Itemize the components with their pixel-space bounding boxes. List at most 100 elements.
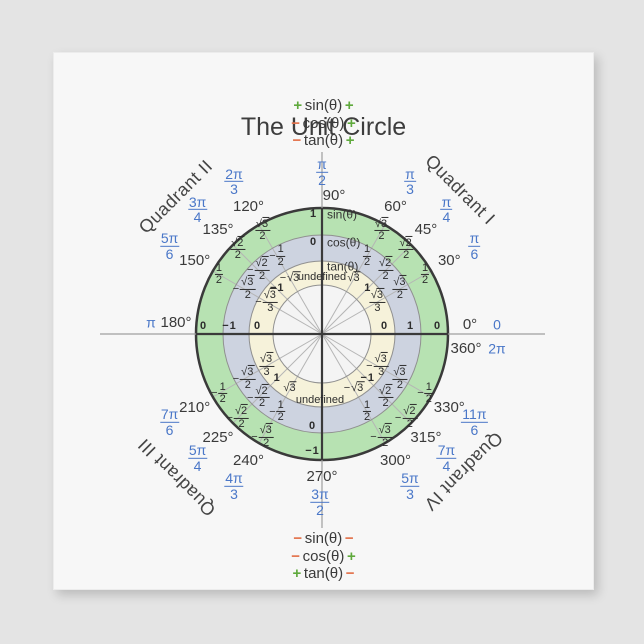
spoke (321, 333, 412, 424)
sin-left-sign: − (293, 530, 303, 547)
angle-degree-label: 60° (384, 197, 407, 215)
angle-radian-label: π (146, 314, 156, 331)
angle-degree-label: 0° (462, 316, 478, 334)
tan-right-sign: − (345, 565, 355, 582)
tan-function-label: tan(θ) (303, 565, 344, 582)
sin-function-label: sin(θ) (304, 530, 343, 547)
tan-value: undefined (297, 271, 347, 284)
tan-function-label: tan(θ) (303, 132, 344, 149)
angle-degree-label: 90° (322, 187, 346, 205)
angle-degree-label: 150° (179, 251, 211, 269)
cos-value: −1 (222, 320, 236, 333)
tan-right-sign: + (345, 132, 355, 149)
tan-value: √3 (347, 270, 361, 284)
spoke (212, 333, 323, 398)
legend-row-tan: −tan(θ)+ (54, 132, 593, 150)
angle-degree-label: 240° (232, 452, 265, 470)
tan-left-sign: + (292, 565, 302, 582)
angle-degree-label: 330° (433, 398, 465, 416)
sin-function-label: sin(θ) (304, 97, 343, 114)
angle-degree-label: 30° (437, 251, 461, 269)
tan-value: −√3 (343, 381, 365, 395)
angle-degree-label: 270° (306, 468, 338, 486)
cos-right-sign: + (346, 547, 356, 565)
cos-value: 0 (309, 236, 317, 249)
angle-degree-label: 45° (414, 221, 438, 239)
spoke (232, 333, 323, 424)
tan-left-sign: − (292, 132, 302, 149)
sin-right-sign: − (344, 530, 354, 547)
cos-left-sign: − (291, 547, 301, 565)
legend-top: +sin(θ)+ −cos(θ)+ −tan(θ)+ (54, 97, 593, 150)
angle-degree-label: 300° (379, 452, 412, 470)
angle-degree-label: 360° (450, 340, 482, 358)
sin-value: −1 (305, 445, 319, 458)
cos-function-label: cos(θ) (302, 114, 345, 132)
spoke (212, 270, 323, 335)
cos-function-label: cos(θ) (302, 547, 345, 565)
legend-row-cos: −cos(θ)+ (54, 548, 593, 566)
sin-left-sign: + (293, 97, 303, 114)
tan-value: −1 (269, 281, 284, 294)
angle-radian-label: 0 (493, 316, 501, 333)
spoke (321, 333, 386, 444)
angle-degree-label: 180° (160, 314, 192, 332)
angle-degree-label: 135° (202, 221, 234, 239)
sin-ring-label: sin(θ) (327, 207, 358, 222)
angle-degree-label: 210° (179, 398, 211, 416)
tan-value: 0 (380, 320, 388, 333)
legend-row-cos: −cos(θ)+ (54, 115, 593, 133)
tan-value: −1 (360, 372, 375, 385)
legend-row-tan: +tan(θ)− (54, 565, 593, 583)
tan-value: 0 (253, 320, 261, 333)
spoke (232, 244, 323, 335)
legend-row-sin: −sin(θ)− (54, 530, 593, 548)
sin-right-sign: + (344, 97, 354, 114)
cos-value: 1 (406, 320, 414, 333)
tan-value: 1 (273, 372, 280, 385)
sin-value: 0 (433, 320, 441, 333)
spoke (321, 224, 386, 335)
cos-right-sign: + (346, 114, 356, 132)
sin-value: 1 (309, 208, 317, 221)
angle-degree-label: 315° (410, 429, 442, 447)
tan-value: −√3 (279, 270, 301, 284)
tan-value: undefined (295, 394, 345, 407)
